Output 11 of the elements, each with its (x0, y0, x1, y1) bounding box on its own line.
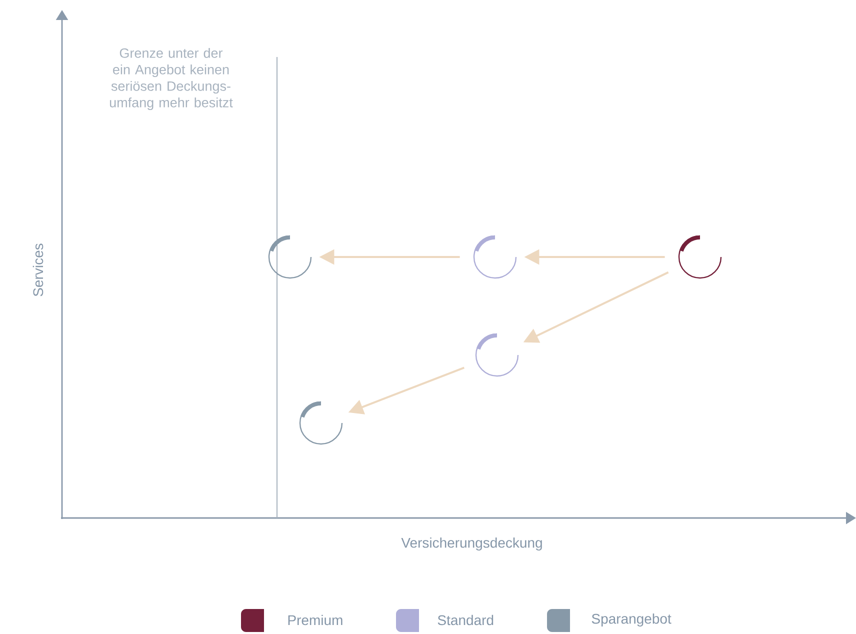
ring-marker (475, 333, 519, 377)
ring-marker (678, 235, 722, 279)
boundary-note: Grenze unter der ein Angebot keinen seriösen Deckungs- umfang mehr besitzt (110, 48, 233, 110)
legend-label: Premium (288, 614, 342, 626)
legend-label: Standard (438, 614, 494, 626)
legend-label: Sparangebot (592, 613, 672, 627)
ring-marker (299, 401, 343, 445)
axis-label: Versicherungsdeckung (401, 537, 542, 551)
ring-marker (473, 235, 517, 279)
axis-label: Services (32, 244, 44, 296)
ring-marker (268, 235, 312, 279)
